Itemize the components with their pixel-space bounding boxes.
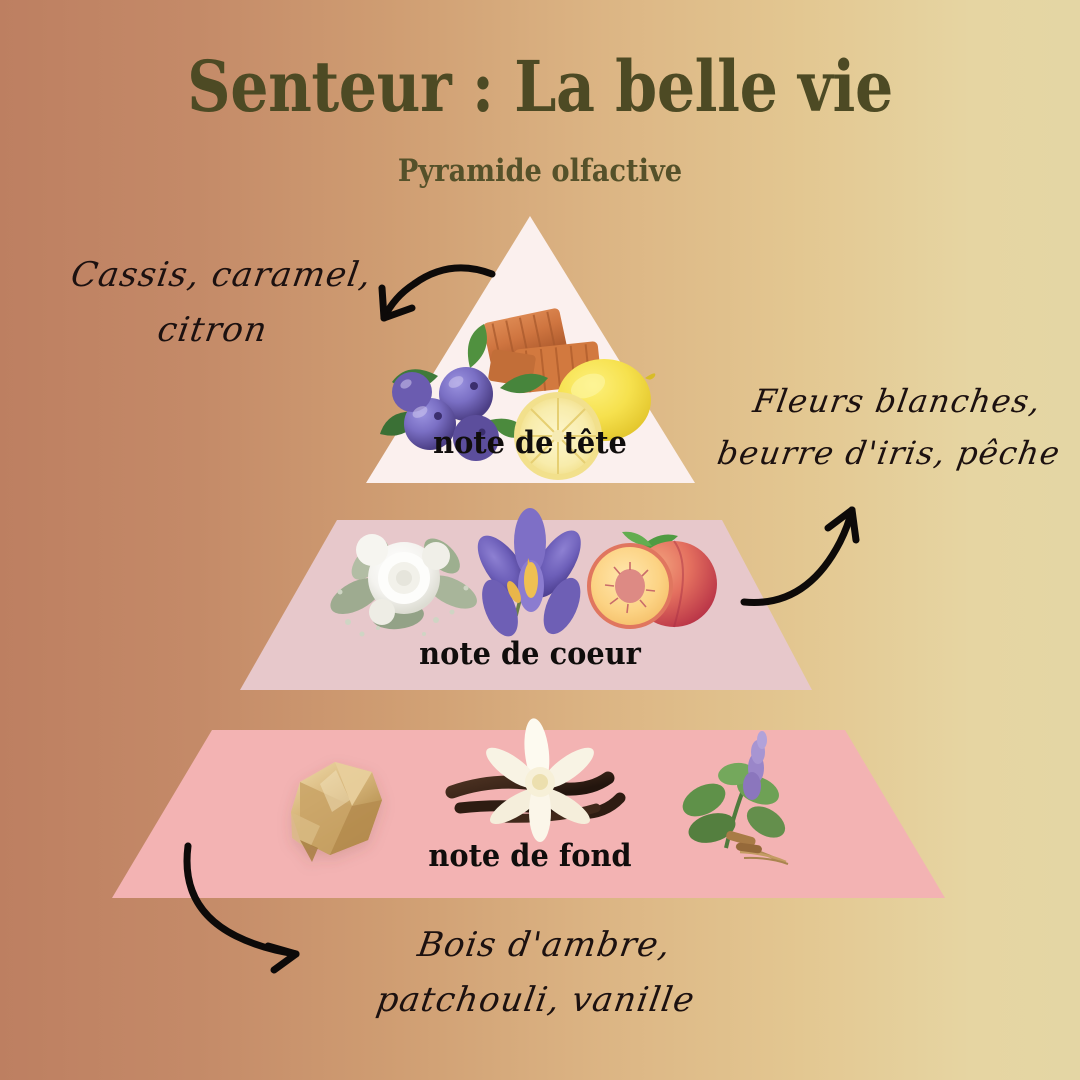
annotation-top-line-2: citron (154, 310, 271, 351)
white-rose-icon (330, 534, 477, 637)
peach-icon (587, 531, 717, 629)
curved-arrow-top-icon (378, 264, 496, 322)
annotation-top-notes: Cassis, caramel, citron (43, 248, 390, 358)
annotation-middle-line-1: Fleurs blanches, (750, 382, 1045, 420)
page-title: Senteur : La belle vie (187, 45, 893, 128)
annotation-middle-line-2: beurre d'iris, pêche (714, 433, 1064, 472)
vanilla-icon (445, 718, 626, 842)
annotation-bottom-line-2: patchouli, vanille (373, 980, 698, 1021)
tier-label-bottom: note de fond (428, 838, 632, 874)
annotation-top-line-1: Cassis, caramel, (68, 255, 375, 295)
caramel-icon (483, 308, 602, 394)
tier-label-top: note de tête (433, 425, 627, 461)
curved-arrow-bottom-icon (183, 842, 300, 974)
annotation-bottom-line-1: Bois d'ambre, (414, 925, 674, 965)
tier-label-middle: note de coeur (419, 636, 641, 672)
annotation-heart-notes: Fleurs blanches, beurre d'iris, pêche (710, 376, 1076, 480)
page-subtitle: Pyramide olfactive (397, 153, 683, 189)
annotation-base-notes: Bois d'ambre, patchouli, vanille (341, 918, 738, 1028)
iris-icon (477, 508, 581, 637)
lemon-icon (514, 359, 656, 480)
curved-arrow-middle-icon (740, 506, 860, 606)
